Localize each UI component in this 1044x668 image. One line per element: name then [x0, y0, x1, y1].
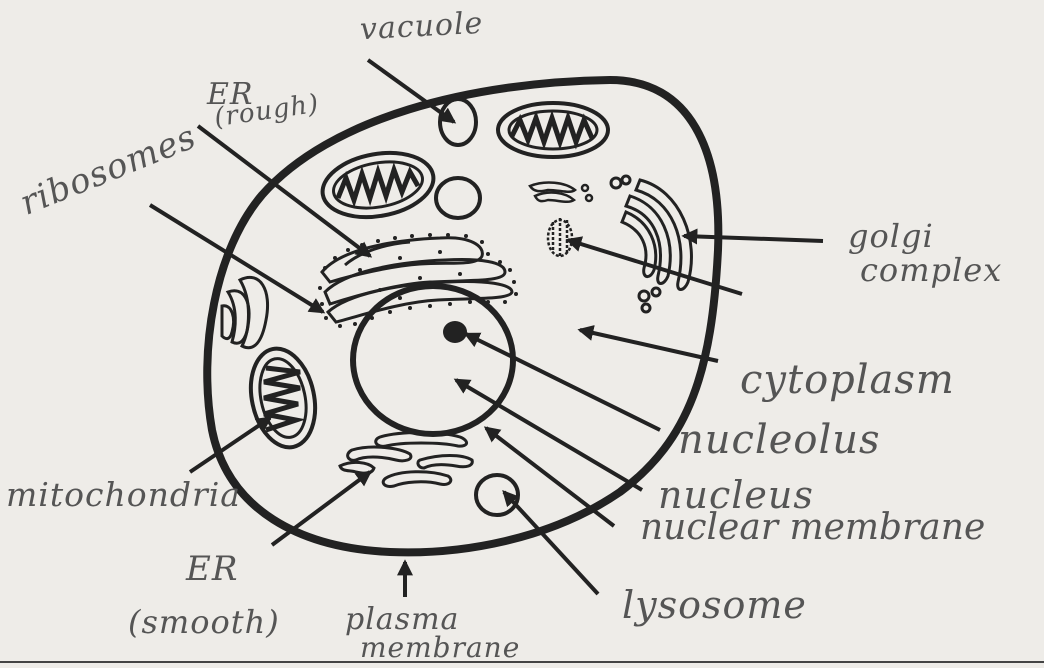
label-plasma-membrane: membrane: [360, 634, 520, 662]
label-cytoplasm: cytoplasm: [740, 360, 955, 400]
nucleolus-shape: [443, 321, 467, 343]
label-vacuole: vacuole: [359, 9, 484, 45]
label-nuclear-membrane: nuclear membrane: [640, 510, 985, 546]
label-golgi-complex: complex: [860, 254, 1002, 286]
label-lysosome: lysosome: [622, 586, 807, 624]
label-mitochondria: mitochondria: [6, 478, 241, 511]
label-golgi: golgi: [848, 220, 934, 252]
label-er-smooth-qualifier: (smooth): [128, 606, 280, 638]
label-er-smooth: ER: [186, 552, 238, 586]
label-nucleolus: nucleolus: [678, 420, 881, 460]
